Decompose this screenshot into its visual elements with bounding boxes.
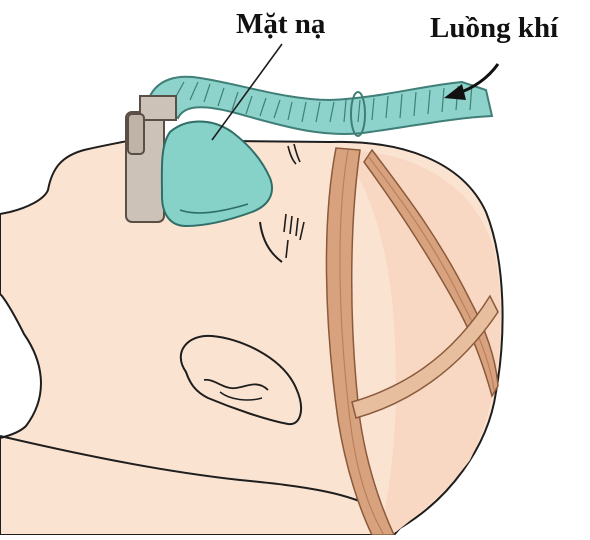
airflow-label: Luồng khí xyxy=(430,14,558,43)
mask xyxy=(162,122,272,227)
connector-port xyxy=(128,114,144,154)
connector-cap xyxy=(140,96,176,120)
mask-label: Mặt nạ xyxy=(236,10,325,39)
